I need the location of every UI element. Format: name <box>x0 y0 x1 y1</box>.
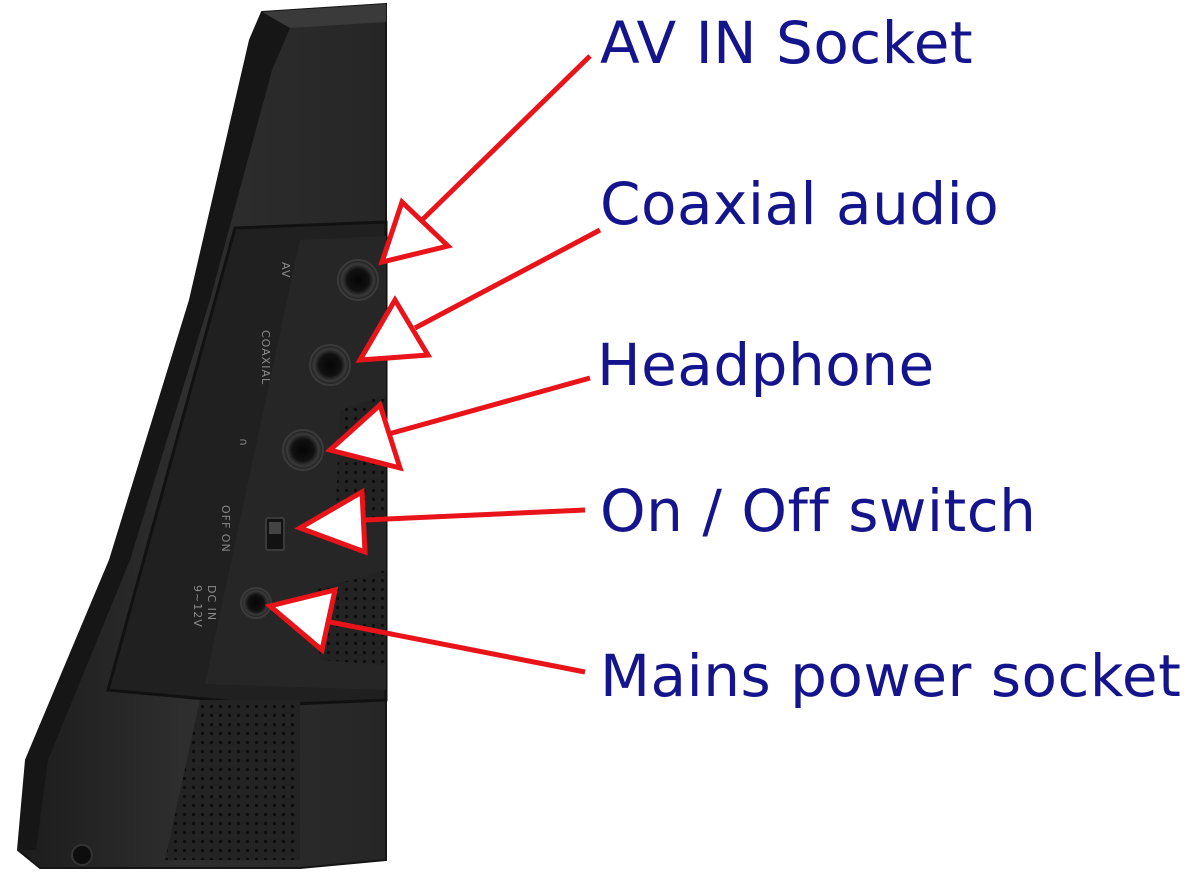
label-av-in-socket: AV IN Socket <box>600 9 974 77</box>
panel-marking-dc: DC IN <box>205 585 218 621</box>
label-headphone: Headphone <box>597 331 935 399</box>
foot-screw <box>71 844 93 866</box>
label-coaxial-audio: Coaxial audio <box>600 170 1000 238</box>
label-mains-power-socket: Mains power socket <box>600 642 1182 710</box>
device-bevel <box>18 12 290 850</box>
panel-marking-coaxial: COAXIAL <box>259 330 272 385</box>
arrow-power <box>264 586 586 675</box>
label-on-off-switch: On / Off switch <box>600 477 1037 545</box>
arrow-switch <box>294 487 586 556</box>
panel-marking-headphone: ∩ <box>237 438 250 447</box>
device-top-edge <box>262 4 386 28</box>
av-in-jack <box>337 259 379 301</box>
dc-power-jack <box>240 587 272 619</box>
headphone-jack <box>282 429 324 471</box>
panel-marking-av: AV <box>279 262 292 278</box>
arrow-coaxial <box>355 227 602 363</box>
arrow-av-in <box>378 54 592 266</box>
on-off-switch-slider <box>269 522 281 534</box>
arrow-headphone <box>324 375 591 472</box>
panel-marking-voltage: 9~12V <box>191 585 204 628</box>
coaxial-jack <box>309 344 351 386</box>
speaker-grille-bottom <box>165 700 300 860</box>
panel-marking-switch: OFF ON <box>219 505 232 553</box>
